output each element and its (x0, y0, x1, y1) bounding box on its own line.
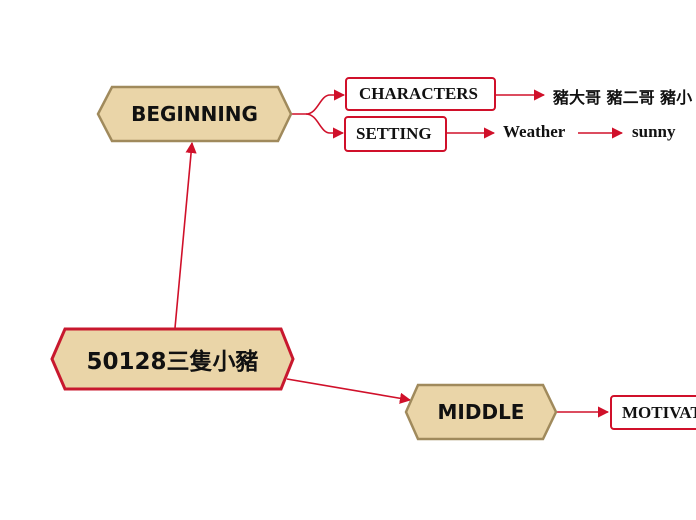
beginning-node-label: BEGINNING (131, 102, 258, 126)
beginning-node[interactable]: BEGINNING (98, 87, 291, 141)
root-node-label: 50128三隻小豬 (86, 349, 259, 375)
beginning-node-shape (96, 85, 293, 143)
root-node-shape (50, 327, 295, 391)
sunny-text[interactable]: sunny (632, 122, 676, 141)
connector-beginning-characters (291, 89, 346, 115)
motivation-node[interactable]: MOTIVATI (610, 395, 696, 430)
middle-node-label: MIDDLE (437, 400, 525, 424)
middle-node-shape (404, 383, 558, 441)
setting-node[interactable]: SETTING (344, 116, 447, 152)
characters-node[interactable]: CHARACTERS (345, 77, 496, 111)
characters-node-label: CHARACTERS (359, 84, 479, 103)
connector-beginning-setting (305, 113, 345, 139)
root-node[interactable]: 50128三隻小豬 (52, 329, 293, 389)
characters-value-text[interactable]: 豬大哥 豬二哥 豬小 (553, 88, 693, 107)
connector-root-middle (286, 378, 412, 404)
setting-node-label: SETTING (356, 124, 432, 143)
motivation-node-label: MOTIVATI (622, 402, 696, 422)
weather-text[interactable]: Weather (503, 122, 566, 141)
middle-node[interactable]: MIDDLE (406, 385, 556, 439)
connector-root-beginning (174, 141, 197, 329)
